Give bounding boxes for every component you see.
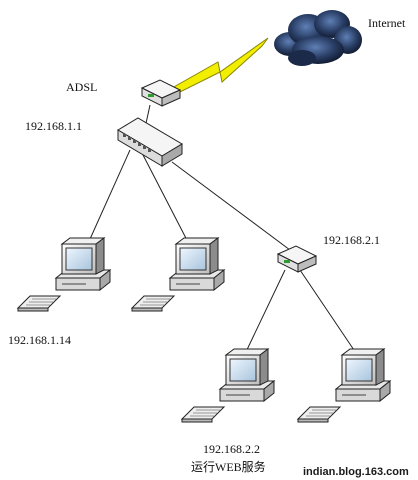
computer-pc3-icon [181,348,275,423]
pc1-ip-label: 192.168.1.14 [8,333,71,347]
computer-pc4-icon [297,348,391,423]
link-switch-router [171,161,291,251]
pc3-ip-label: 192.168.2.2 [203,442,260,456]
router-icon [276,245,318,273]
router-ip-label: 192.168.2.1 [323,233,380,247]
adsl-label: ADSL [66,80,98,94]
link-router-pc3 [243,269,286,357]
internet-label: Internet [368,16,406,30]
switch-ip-label: 192.168.1.1 [25,119,82,133]
internet-cloud-icon [274,10,362,66]
computer-pc2-icon [131,237,225,312]
link-switch-pc1 [85,149,131,249]
switch-icon [117,117,183,167]
watermark: indian.blog.163.com [303,466,409,478]
pc3-role-label: 运行WEB服务 [191,460,266,474]
adsl-modem-icon [140,79,182,107]
computer-pc1-icon [17,237,111,312]
lightning-bolt-icon [171,37,269,95]
link-router-pc4 [299,269,359,357]
link-switch-pc2 [141,152,191,247]
